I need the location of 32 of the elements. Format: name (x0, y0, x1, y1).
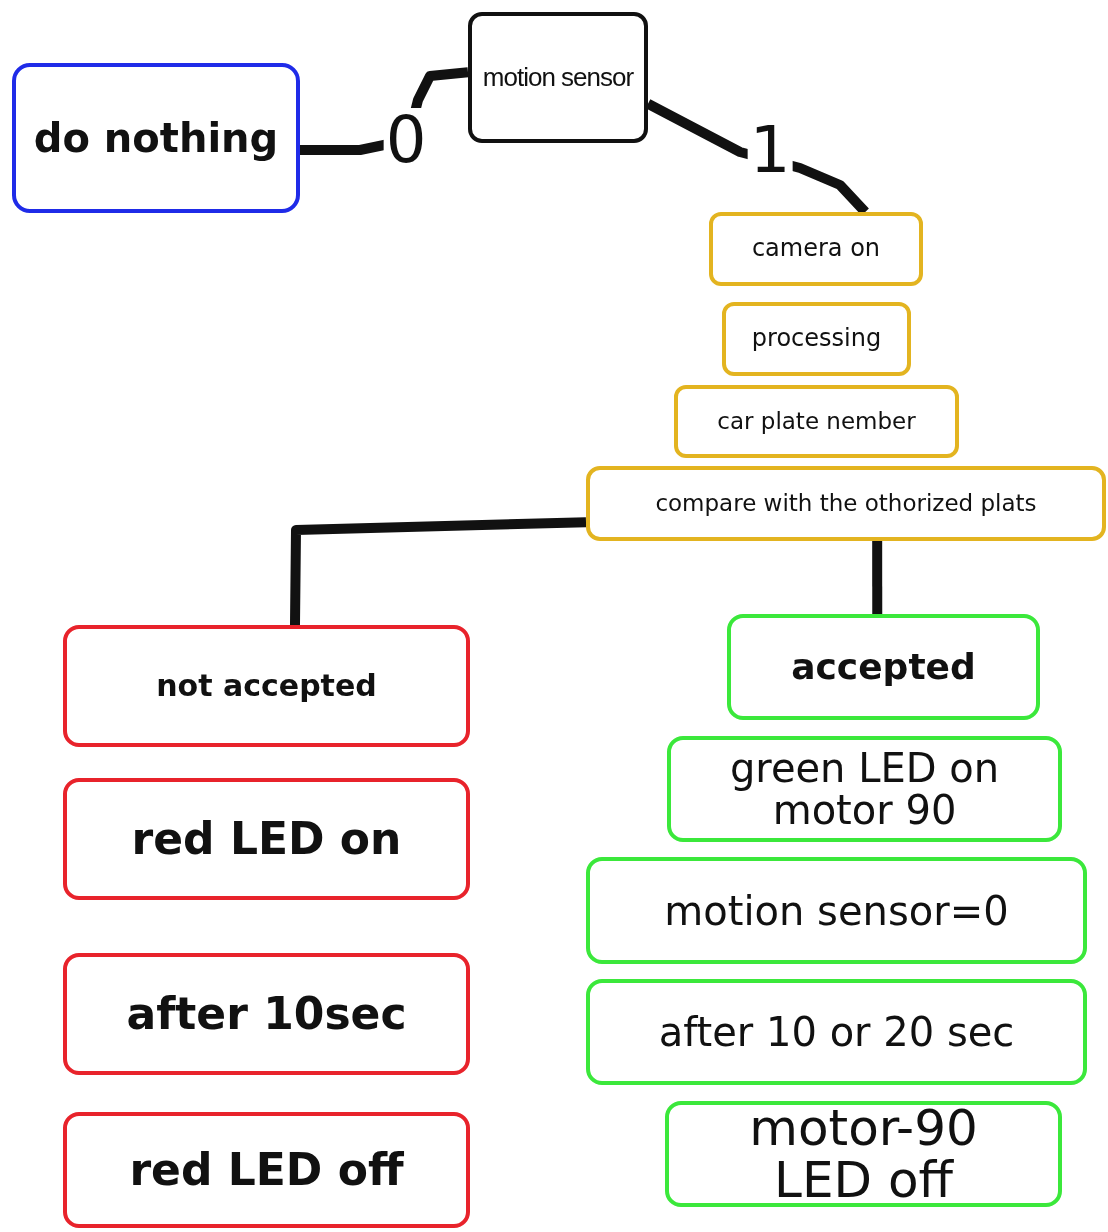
process-box (665, 1101, 1062, 1207)
process-box (586, 857, 1087, 964)
process-box (63, 625, 470, 747)
box-label: motion sensor (482, 63, 634, 92)
box-label: red LED off (129, 1146, 404, 1194)
process-box (727, 614, 1040, 720)
process-box (586, 466, 1106, 541)
process-box (63, 778, 470, 900)
box-label: not accepted (156, 670, 377, 702)
process-box (667, 736, 1062, 842)
process-box (63, 1112, 470, 1228)
box-label: motor-90 LED off (748, 1101, 979, 1207)
box-label: after 10 or 20 sec (658, 1011, 1015, 1053)
box-label: compare with the othorized plats (655, 491, 1037, 516)
box-label: after 10sec (126, 990, 407, 1038)
process-box (722, 302, 911, 376)
box-label: red LED on (131, 815, 402, 863)
process-box (468, 12, 648, 143)
process-box (674, 385, 959, 458)
box-label: accepted (791, 648, 976, 686)
box-label: do nothing (33, 117, 279, 159)
process-box (709, 212, 923, 286)
box-label: car plate nember (717, 409, 916, 434)
process-box (12, 63, 300, 213)
connector-line (290, 517, 587, 626)
box-label: processing (751, 326, 882, 352)
process-box (63, 953, 470, 1075)
box-label: camera on (751, 236, 881, 262)
process-box (586, 979, 1087, 1085)
box-label: motion sensor=0 (664, 889, 1009, 932)
connector-line (872, 541, 883, 614)
box-label: green LED on motor 90 (728, 747, 1001, 831)
